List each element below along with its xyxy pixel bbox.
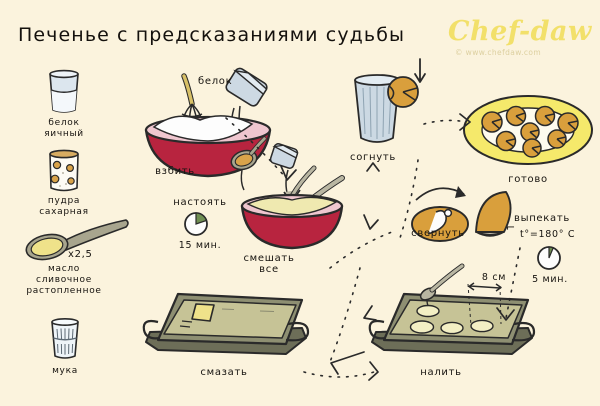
ingredient-label-egg-white: белок яичный xyxy=(44,118,84,139)
bend-illustration xyxy=(347,72,425,154)
done-illustration xyxy=(462,94,594,166)
bake-temperature: t°=180° C xyxy=(520,229,576,240)
page-title: Печенье с предсказаниями судьбы xyxy=(18,24,406,46)
brand-logo: Chef-daw xyxy=(448,16,592,47)
rest-timer-label: 15 мин. xyxy=(178,240,222,251)
timer-icon-5min xyxy=(536,245,562,271)
ingredient-label-sugar-powder: пудра сахарная xyxy=(39,196,89,217)
bake-timer-label: 5 мин. xyxy=(532,274,568,285)
arrow-down-icon xyxy=(412,58,428,86)
grease-illustration xyxy=(136,288,316,368)
step-label-bake: выпекать xyxy=(514,213,570,224)
step-label-fold: свернуть xyxy=(411,228,465,239)
glass-icon xyxy=(43,69,85,114)
step-label-pour: налить xyxy=(420,367,462,378)
step-label-mix: смешать все xyxy=(243,253,295,275)
ingredient-label-butter: масло сливочное растопленное xyxy=(26,264,102,296)
butter-multiplier: x2,5 xyxy=(68,249,93,260)
brand-copyright: © www.chefdaw.com xyxy=(455,48,542,57)
step-label-rest: настоять xyxy=(173,197,227,208)
step-label-bend: согнуть xyxy=(350,152,396,163)
bake-corner-mark: ⌐ xyxy=(506,221,516,234)
whip-note-egg-white: белок xyxy=(198,76,233,87)
pour-measure-label: 8 см xyxy=(481,272,507,283)
ingredient-label-flour: мука xyxy=(52,366,78,376)
spoon-icon xyxy=(22,216,132,268)
step-label-done: готово xyxy=(508,174,548,185)
pour-illustration xyxy=(358,263,542,370)
measuring-glass-icon xyxy=(46,317,84,362)
timer-icon-15min xyxy=(183,211,209,237)
step-label-whip: взбить xyxy=(155,166,195,177)
fold-illustration xyxy=(404,178,524,256)
jar-icon xyxy=(44,148,84,194)
step-label-grease: смазать xyxy=(200,367,248,378)
